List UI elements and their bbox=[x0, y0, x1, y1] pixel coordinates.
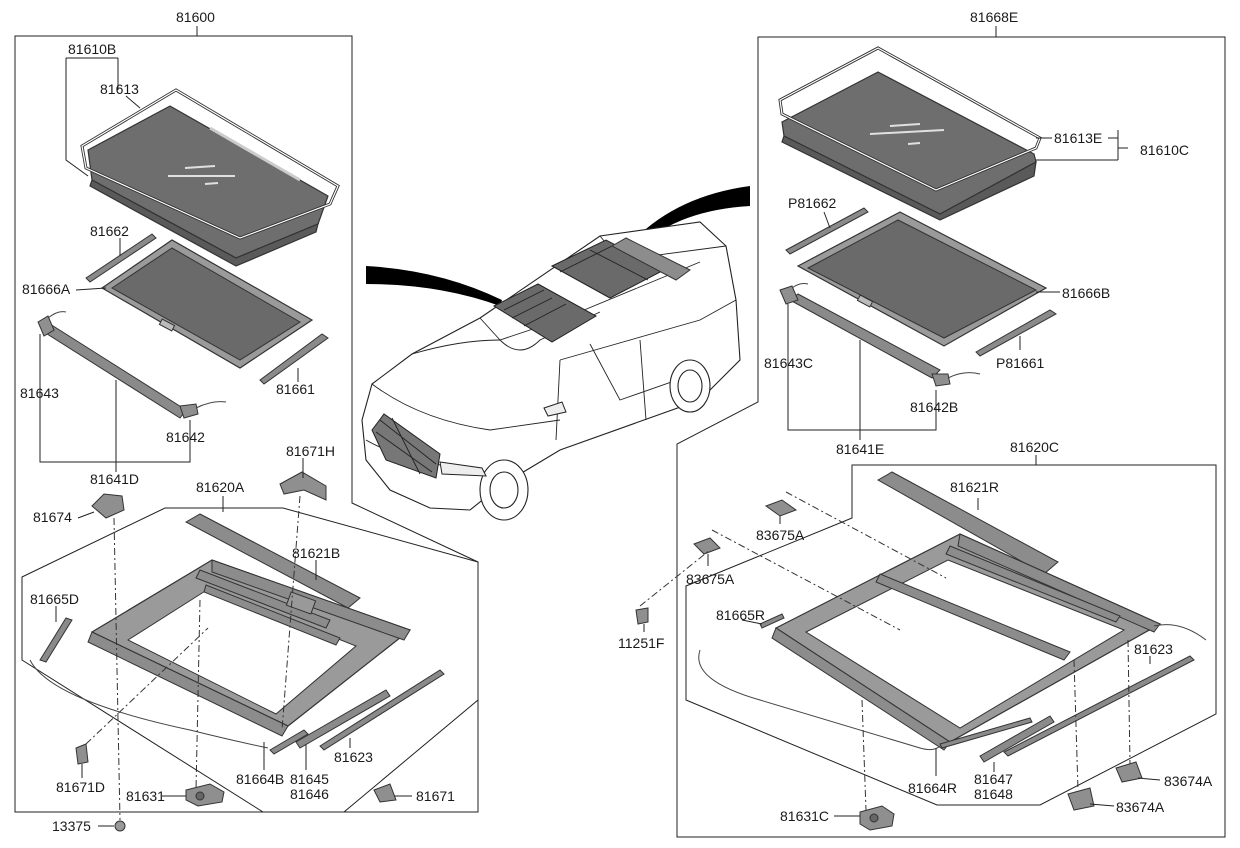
label-81668E: 81668E bbox=[970, 9, 1018, 25]
label-81620A: 81620A bbox=[196, 479, 245, 495]
rear-bracket-83674A-upper[interactable] bbox=[1115, 761, 1143, 783]
label-81621R: 81621R bbox=[950, 479, 999, 495]
label-81661: 81661 bbox=[276, 381, 315, 397]
label-83674A-upper: 83674A bbox=[1164, 773, 1213, 789]
label-81643C: 81643C bbox=[764, 355, 813, 371]
label-11251F: 11251F bbox=[618, 635, 664, 651]
label-83674A-lower: 83674A bbox=[1116, 799, 1165, 815]
front-frame-group-outline bbox=[21, 507, 479, 813]
front-bracket-81674[interactable] bbox=[91, 493, 125, 519]
label-81623-left: 81623 bbox=[334, 749, 373, 765]
front-cable-81664B[interactable] bbox=[269, 729, 309, 755]
front-clip-81671[interactable] bbox=[373, 783, 397, 803]
label-P81661: P81661 bbox=[996, 355, 1044, 371]
label-81642: 81642 bbox=[166, 429, 205, 445]
label-81600: 81600 bbox=[176, 9, 215, 25]
front-glass-seal[interactable] bbox=[80, 88, 340, 240]
rear-bracket-83674A-lower[interactable] bbox=[1067, 787, 1095, 811]
label-83675A-lower: 83675A bbox=[686, 571, 735, 587]
rear-cable-81664R[interactable] bbox=[939, 717, 1033, 749]
rear-drain-hose-end[interactable] bbox=[759, 613, 785, 629]
label-83675A-upper: 83675A bbox=[756, 527, 805, 543]
front-cable-81645[interactable] bbox=[295, 689, 391, 749]
front-sunshade[interactable] bbox=[100, 239, 314, 369]
rear-glass-seal[interactable] bbox=[778, 46, 1042, 192]
front-side-strip-81661[interactable] bbox=[259, 333, 329, 385]
front-sunroof-icon bbox=[492, 283, 598, 343]
rear-sunshade[interactable] bbox=[796, 211, 1048, 347]
label-81647: 81647 bbox=[974, 771, 1013, 787]
label-81621B: 81621B bbox=[292, 545, 340, 561]
label-81643: 81643 bbox=[20, 385, 59, 401]
rear-bolt-11251F[interactable] bbox=[635, 607, 649, 625]
label-81610B: 81610B bbox=[68, 41, 116, 57]
label-13375: 13375 bbox=[52, 818, 91, 834]
label-81671D: 81671D bbox=[56, 779, 105, 795]
label-81642B: 81642B bbox=[910, 399, 958, 415]
rear-sunroof-icon bbox=[550, 237, 691, 299]
front-nut-13375[interactable] bbox=[114, 820, 126, 832]
front-motor-81631[interactable] bbox=[185, 783, 225, 807]
rear-cable-81647[interactable] bbox=[979, 715, 1055, 763]
rear-deflector-end-left[interactable] bbox=[779, 285, 799, 305]
front-clip-81671D[interactable] bbox=[75, 743, 89, 765]
label-81648: 81648 bbox=[974, 786, 1013, 802]
front-glass-panel[interactable] bbox=[87, 105, 329, 267]
rear-sunroof-frame[interactable] bbox=[771, 471, 1162, 751]
rear-bracket-83675A-upper[interactable] bbox=[764, 499, 798, 517]
label-81662: 81662 bbox=[90, 223, 129, 239]
label-81666B: 81666B bbox=[1062, 285, 1110, 301]
label-81666A: 81666A bbox=[22, 281, 71, 297]
label-81664R: 81664R bbox=[908, 780, 957, 796]
label-81631C: 81631C bbox=[780, 808, 829, 824]
label-81613: 81613 bbox=[100, 81, 139, 97]
label-81641D: 81641D bbox=[90, 471, 139, 487]
label-P81662: P81662 bbox=[788, 195, 836, 211]
front-side-strip-81662[interactable] bbox=[85, 233, 157, 283]
rear-motor-81631C[interactable] bbox=[859, 805, 895, 831]
label-81665D: 81665D bbox=[30, 591, 79, 607]
label-81620C: 81620C bbox=[1010, 439, 1059, 455]
label-81664B: 81664B bbox=[236, 771, 284, 787]
label-81623-right: 81623 bbox=[1134, 641, 1173, 657]
rear-deflector-end-right[interactable] bbox=[931, 373, 951, 387]
label-81641E: 81641E bbox=[836, 441, 884, 457]
label-81671: 81671 bbox=[416, 788, 455, 804]
label-81665R: 81665R bbox=[716, 607, 765, 623]
rear-bracket-83675A-lower[interactable] bbox=[693, 537, 721, 555]
rear-frame-group-outline bbox=[685, 464, 1217, 806]
rear-assembly-outline bbox=[676, 36, 1226, 838]
front-drain-hose-end[interactable] bbox=[39, 617, 73, 663]
front-sunroof-frame[interactable] bbox=[87, 513, 412, 737]
label-81671H: 81671H bbox=[286, 443, 335, 459]
label-81610C: 81610C bbox=[1140, 142, 1189, 158]
front-guide-rail-81623[interactable] bbox=[319, 669, 445, 751]
front-drain-hose[interactable] bbox=[29, 659, 269, 749]
label-81613E: 81613E bbox=[1054, 130, 1102, 146]
front-deflector-end-right[interactable] bbox=[179, 403, 199, 419]
rear-guide-rail-81623[interactable] bbox=[1003, 655, 1195, 757]
label-81674: 81674 bbox=[33, 509, 72, 525]
minivan-illustration-icon bbox=[361, 186, 750, 521]
rear-side-strip-P81661[interactable] bbox=[975, 309, 1057, 357]
front-bracket-81671H[interactable] bbox=[279, 471, 327, 501]
rear-side-strip-P81662[interactable] bbox=[785, 207, 869, 255]
front-deflector-end-left[interactable] bbox=[37, 315, 55, 337]
label-81645: 81645 bbox=[290, 771, 329, 787]
rear-drain-hose[interactable] bbox=[698, 649, 941, 751]
rear-glass-panel[interactable] bbox=[781, 71, 1037, 221]
front-deflector-81641D[interactable] bbox=[43, 323, 187, 419]
label-81631: 81631 bbox=[126, 788, 165, 804]
label-81646: 81646 bbox=[290, 786, 329, 802]
